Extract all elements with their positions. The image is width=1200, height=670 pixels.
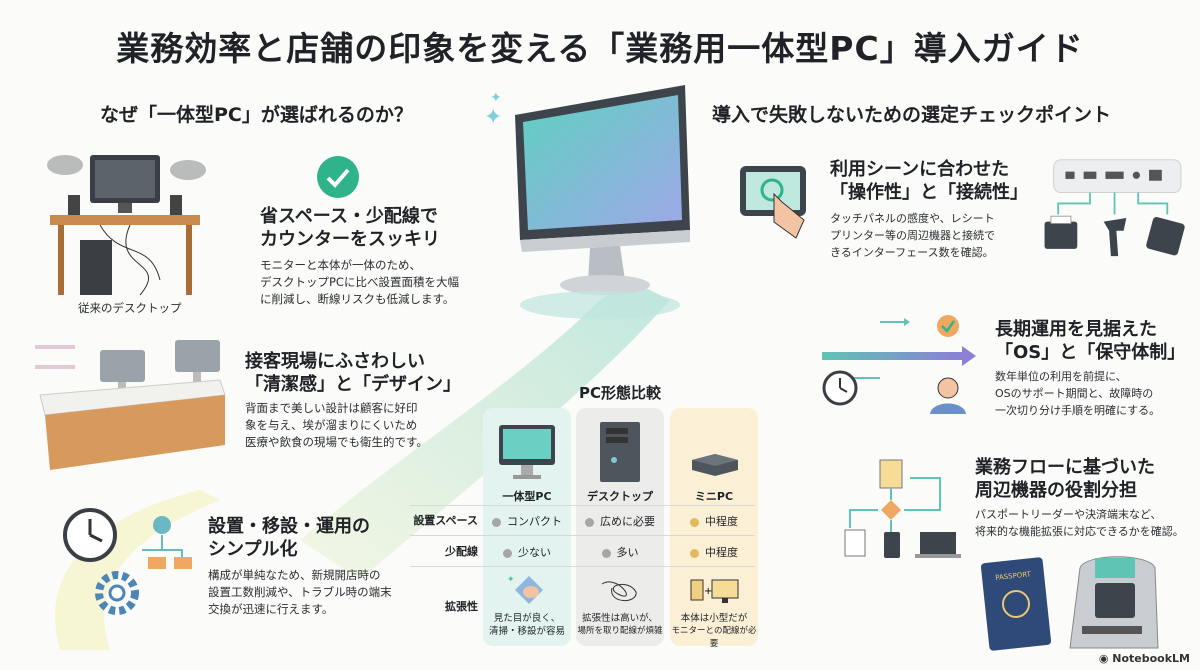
point-body: きるインターフェース数を確認。 (830, 246, 994, 259)
svg-text:+: + (704, 586, 712, 597)
mini-pc-with-monitor-icon: + (690, 579, 739, 603)
cell-note: モニターとの配線が必要 (671, 626, 757, 649)
clock-gear-flow-illustration (63, 508, 192, 615)
cell-note: 拡張性は高いが、 (582, 613, 658, 624)
rating-dot (690, 517, 699, 527)
point-body: デスクトップPCに比べ設置面積を大幅 (260, 275, 459, 289)
point-body: 交換が迅速に行えます。 (208, 602, 334, 616)
workflow-diagram-illustration (844, 459, 961, 558)
cell-value: 少ない (518, 546, 551, 559)
svg-text:✦: ✦ (507, 575, 515, 585)
point-title: 「操作性」と「接続性」 (830, 182, 1028, 203)
point-body: 医療や飲食の現場でも衛生的です。 (245, 435, 428, 449)
mini-pc-icon (692, 454, 738, 476)
point-title: 設置・移設・運用の (208, 516, 370, 537)
point-simple-operation: 設置・移設・運用の シンプル化 構成が単純なため、新規開店時の 設置工数削減や、… (208, 515, 392, 618)
payment-terminal-illustration (1069, 556, 1159, 649)
timeline-support-illustration (822, 315, 976, 414)
divider (410, 535, 755, 536)
cell-value: 中程度 (705, 515, 738, 528)
point-title: 長期運用を見据えた (995, 319, 1157, 340)
left-heading: なぜ「一体型PC」が選ばれるのか？ (100, 104, 413, 126)
row-label: 少配線 (445, 545, 478, 558)
desk-caption: 従来のデスクトップ (78, 301, 182, 315)
globe-icon (1000, 588, 1032, 620)
notebooklm-watermark: ◉ NotebookLM (1098, 652, 1190, 665)
cleaning-hand-icon: ✦ (507, 575, 543, 604)
row-label: 拡張性 (445, 600, 478, 613)
point-body: 象を与え、埃が溜まりにくいため (245, 418, 418, 432)
point-body: 構成が単純なため、新規開店時の (208, 568, 381, 582)
check-circle-icon (317, 156, 359, 198)
point-body: パスポートリーダーや決済端末など、 (975, 508, 1162, 521)
point-body: 将来的な機能拡張に対応できるかを確認。 (975, 525, 1184, 538)
column-mini-pc (670, 408, 758, 646)
cell-note: 場所を取り配線が煩雑 (577, 626, 663, 636)
point-body: モニターと本体が一体のため、 (260, 258, 421, 272)
svg-text:✦: ✦ (484, 105, 502, 130)
point-body: 数年単位の利用を前提に、 (995, 370, 1127, 383)
point-body: 設置工数削減や、トラブル時の端末 (208, 585, 392, 599)
cell-value: 中程度 (705, 546, 738, 559)
cell-value: コンパクト (507, 515, 562, 528)
all-in-one-pc-illustration: ✦✦ (484, 85, 690, 319)
point-title: 省スペース・少配線で (260, 206, 438, 227)
point-title: 利用シーンに合わせた (830, 159, 1010, 180)
decorative-swoosh-left (55, 490, 220, 650)
row-label: 設置スペース (413, 514, 478, 527)
passport-label: PASSPORT (994, 570, 1032, 583)
point-body: タッチパネルの感度や、レシート (830, 212, 995, 225)
point-body: 一次切り分け手順を明確にする。 (995, 404, 1161, 417)
point-os-maintenance: 長期運用を見据えた 「OS」と「保守体制」 数年単位の利用を前提に、 OSのサポ… (995, 318, 1185, 419)
rating-dot (585, 517, 594, 527)
rating-dot (492, 517, 501, 527)
rating-dot (601, 548, 611, 558)
point-title: 周辺機器の役割分担 (975, 480, 1137, 501)
point-title: 「OS」と「保守体制」 (995, 342, 1186, 363)
desktop-pc-desk-illustration (47, 155, 206, 296)
page-title: 業務効率と店舗の印象を変える「業務用一体型PC」導入ガイド (116, 29, 1084, 68)
point-title: 業務フローに基づいた (975, 457, 1155, 478)
watermark-text: NotebookLM (1112, 652, 1190, 665)
svg-text:✦: ✦ (490, 90, 502, 106)
cell-note: 見た目が良く、 (493, 613, 561, 624)
point-body: 背面まで美しい設計は顧客に好印 (245, 401, 418, 415)
divider (410, 505, 755, 506)
divider (410, 566, 755, 567)
point-cleanliness-design: 接客現場にふさわしい 「清潔感」と「デザイン」 背面まで美しい設計は顧客に好印 … (245, 350, 461, 451)
point-space-saving: 省スペース・少配線で カウンターをスッキリ モニターと本体が一体のため、 デスク… (260, 205, 459, 308)
monitor-icon (499, 425, 555, 479)
point-body: プリンター等の周辺機器と接続で (830, 229, 995, 242)
comparison-title: PC形態比較 (578, 384, 661, 402)
counter-illustration (35, 340, 226, 470)
cell-value: 広めに必要 (600, 515, 655, 528)
rating-dot (503, 548, 512, 558)
rating-dot (690, 548, 699, 558)
column-name: ミニPC (694, 490, 734, 503)
ports-and-peripherals-illustration (1044, 159, 1185, 257)
point-title: シンプル化 (208, 539, 298, 560)
cell-note: 本体は小型だが (680, 613, 748, 624)
point-usability-connectivity: 利用シーンに合わせた 「操作性」と「接続性」 タッチパネルの感度や、レシート プ… (830, 158, 1028, 261)
point-body: に削減し、断線リスクも低減します。 (260, 292, 455, 306)
point-title: カウンターをスッキリ (260, 229, 440, 250)
column-name: 一体型PC (502, 490, 552, 503)
point-title: 接客現場にふさわしい (245, 351, 425, 372)
column-name: デスクトップ (587, 490, 653, 503)
cell-value: 多い (616, 546, 639, 559)
cell-note: 清掃・移設が容易 (488, 626, 565, 637)
touch-panel-icon (740, 166, 806, 239)
passport-illustration: PASSPORT (980, 557, 1052, 651)
point-title: 「清潔感」と「デザイン」 (245, 374, 461, 395)
tangled-cables-icon (601, 581, 637, 601)
point-body: OSのサポート期間と、故障時の (995, 387, 1154, 400)
tower-pc-icon (600, 422, 640, 482)
right-heading: 導入で失敗しないための選定チェックポイント (712, 104, 1112, 126)
point-peripheral-roles: 業務フローに基づいた 周辺機器の役割分担 パスポートリーダーや決済端末など、 将… (975, 456, 1184, 540)
